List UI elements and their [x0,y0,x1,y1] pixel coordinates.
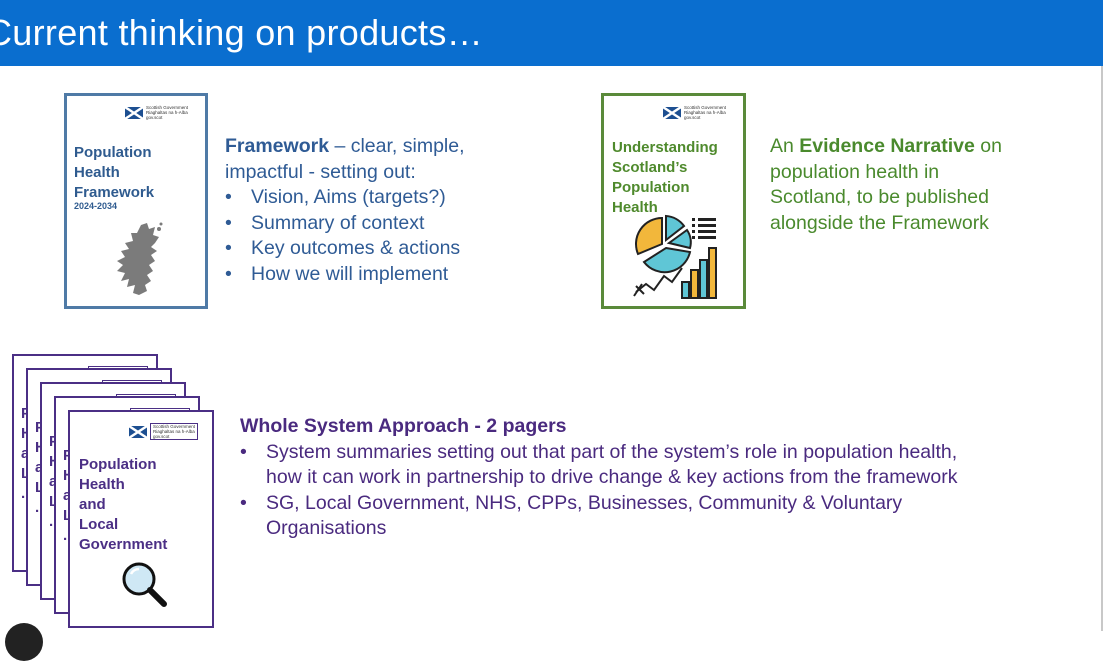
saltire-flag-icon [663,106,681,119]
magnifying-glass-icon [122,562,167,607]
slide-title: Current thinking on products… [0,12,483,53]
list-item: Vision, Aims (targets?) [225,185,555,211]
evidence-description: An Evidence Narrative on population heal… [770,135,1002,234]
scottish-government-logo: Scottish Government Riaghaltas na h-Alba… [125,105,188,120]
evidence-narrative-cover: Scottish Government Riaghaltas na h-Alba… [601,93,746,309]
wsa-heading: Whole System Approach - 2 pagers [240,415,567,437]
logo-line: gov.scot [684,115,701,120]
pie-and-bar-chart-icon [633,214,717,299]
logo-line: gov.scot [153,434,170,439]
scotland-map-icon [117,222,163,295]
list-item: How we will implement [225,262,555,288]
framework-description: Framework – clear, simple, impactful - s… [225,134,555,287]
wsa-cover-title: Population Health and Local Government [79,456,168,553]
framework-cover-years: 2024-2034 [74,201,118,211]
title-bar: Current thinking on products… [0,0,1103,66]
list-item: System summaries setting out that part o… [240,440,1070,491]
saltire-flag-icon [129,425,147,438]
wsa-bullet-list: System summaries setting out that part o… [240,440,1070,542]
logo-line: Scottish Government [153,424,196,429]
logo-line: Riaghaltas na h-Alba [684,110,726,115]
corner-button[interactable] [5,623,43,661]
list-item: Summary of context [225,211,555,237]
saltire-flag-icon [125,106,143,119]
evidence-cover-title: Understanding Scotland’s Population Heal… [612,139,718,216]
logo-line: Riaghaltas na h-Alba [146,110,188,115]
slide-edge [1101,66,1103,631]
logo-line: Riaghaltas na h-Alba [153,429,195,434]
logo-line: Scottish Government [684,105,727,110]
framework-bullet-list: Vision, Aims (targets?) Summary of conte… [225,185,555,287]
list-item: SG, Local Government, NHS, CPPs, Busines… [240,491,1070,542]
scottish-government-logo: Scottish Government Riaghaltas na h-Alba… [663,105,726,120]
list-item: Key outcomes & actions [225,236,555,262]
wsa-description: Whole System Approach - 2 pagers System … [240,414,1070,542]
logo-line: Scottish Government [146,105,189,110]
evidence-narrative-highlight: Evidence Narrative [799,135,975,157]
framework-cover-title: Population Health Framework [74,144,155,201]
scottish-government-logo: Scottish Government Riaghaltas na h-Alba… [129,423,199,440]
logo-line: gov.scot [146,115,163,120]
wsa-document-cover: Scottish Government Riaghaltas na h-Alba… [68,410,214,628]
framework-document-cover: Scottish Government Riaghaltas na h-Alba… [64,93,208,309]
framework-heading: Framework – clear, simple, [225,135,465,157]
framework-intro: impactful - setting out: [225,160,416,183]
